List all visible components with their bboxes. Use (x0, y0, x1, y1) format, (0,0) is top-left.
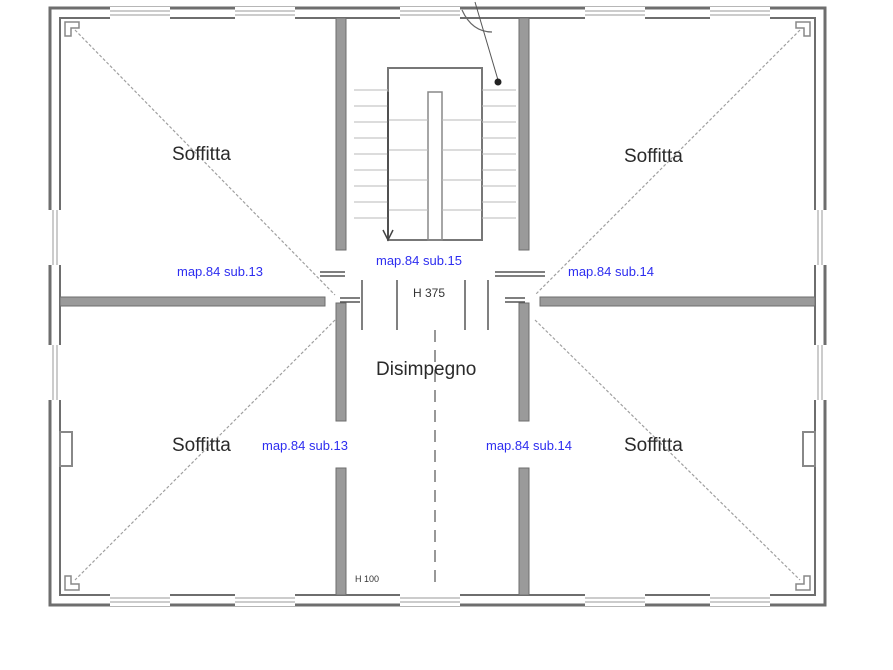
room-label-bottom-left: Soffitta (172, 435, 231, 456)
sub-label-top-right: map.84 sub.14 (568, 264, 654, 279)
sub-label-bottom-right: map.84 sub.14 (486, 438, 572, 453)
height-label-center: H 375 (413, 286, 445, 300)
room-label-center: Disimpegno (376, 359, 476, 380)
sub-label-top-left: map.84 sub.13 (177, 264, 263, 279)
outer-wall (48, 6, 827, 607)
door-marks (320, 271, 545, 330)
room-label-bottom-right: Soffitta (624, 435, 683, 456)
sub-label-bottom-left: map.84 sub.13 (262, 438, 348, 453)
sub-label-top-center: map.84 sub.15 (376, 253, 462, 268)
stair-opening (461, 1, 502, 86)
corner-markers (64, 21, 811, 591)
room-label-top-right: Soffitta (624, 146, 683, 167)
staircase (354, 67, 516, 242)
interior-walls (59, 17, 816, 596)
roof-diagonals (74, 29, 801, 581)
height-label-bottom: H 100 (355, 574, 379, 584)
room-label-top-left: Soffitta (172, 144, 231, 165)
